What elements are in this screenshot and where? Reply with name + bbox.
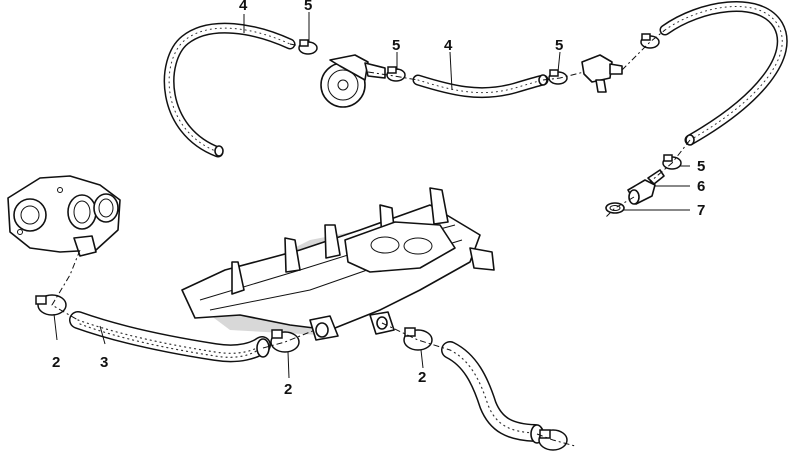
- callout-4-left: 4: [239, 0, 248, 14]
- clamp-5a[interactable]: [298, 39, 318, 55]
- thermostat-housing[interactable]: [7, 175, 121, 257]
- nipple-6[interactable]: [627, 169, 665, 205]
- hose-4-left[interactable]: [163, 22, 296, 158]
- leader-lines: [53, 12, 690, 379]
- intake-manifold[interactable]: [181, 187, 495, 341]
- clamp-2a[interactable]: [35, 294, 67, 316]
- hose-4-right[interactable]: [659, 1, 788, 146]
- clamp-2c[interactable]: [403, 327, 433, 351]
- callout-4-middle: 4: [444, 37, 453, 54]
- callout-3: 3: [100, 354, 108, 371]
- hose-lower-right[interactable]: [441, 341, 544, 444]
- hose-3[interactable]: [69, 311, 271, 363]
- clamp-5b[interactable]: [386, 66, 406, 82]
- callout-2-middle: 2: [284, 381, 292, 398]
- callout-5-top: 5: [304, 0, 312, 14]
- valve-small[interactable]: [581, 54, 623, 93]
- clamp-5c[interactable]: [548, 69, 568, 85]
- assembly-lines: [51, 29, 691, 447]
- callout-7: 7: [697, 202, 705, 219]
- valve-round[interactable]: [320, 54, 386, 108]
- clamp-5d[interactable]: [640, 33, 660, 49]
- callout-2-left: 2: [52, 354, 60, 371]
- callout-5-right: 5: [555, 37, 563, 54]
- clamp-5e[interactable]: [662, 154, 682, 170]
- callout-6: 6: [697, 178, 705, 195]
- hose-4-middle[interactable]: [412, 74, 549, 99]
- callout-5-valve: 5: [392, 37, 400, 54]
- callout-5-lower: 5: [697, 158, 705, 175]
- clamp-2b[interactable]: [270, 329, 300, 353]
- callout-2-right: 2: [418, 369, 426, 386]
